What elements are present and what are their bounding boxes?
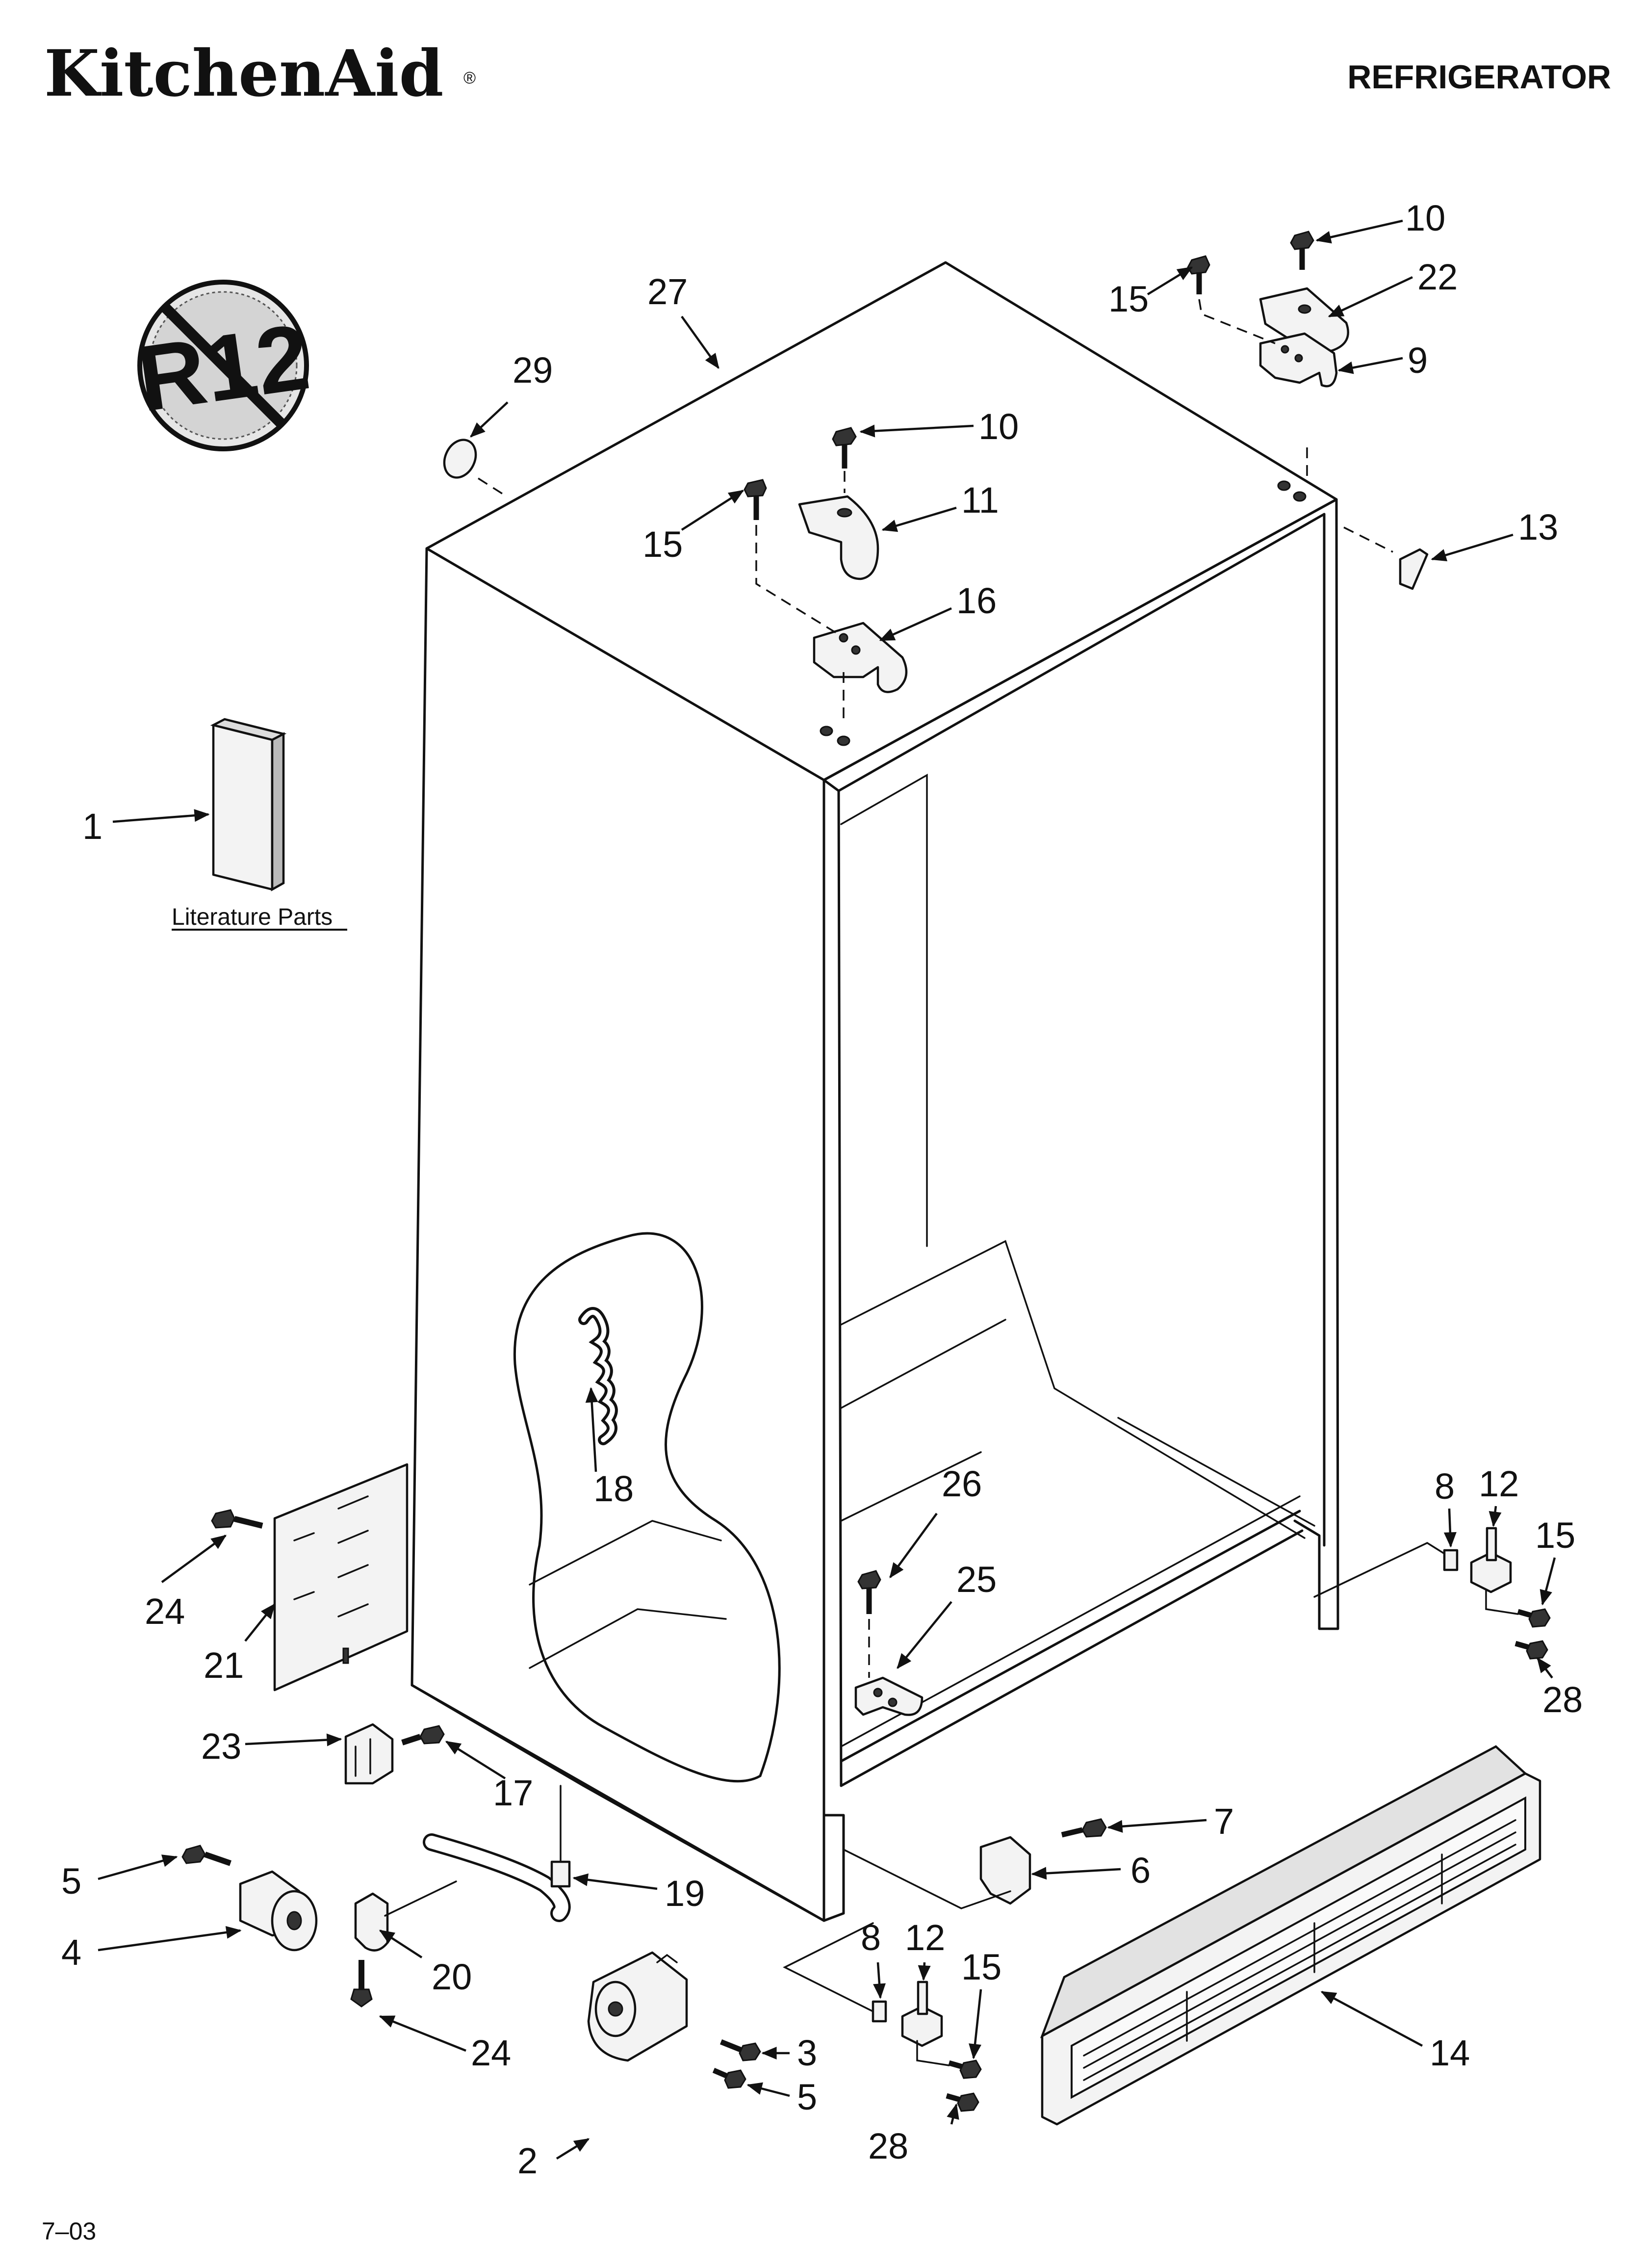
mount-hole-center-1 — [820, 726, 833, 736]
callout-15-center: 15 — [642, 524, 683, 565]
page-title: REFRIGERATOR — [1347, 58, 1611, 96]
callout-5-front: 5 — [797, 2077, 817, 2117]
callout-22: 22 — [1417, 257, 1458, 297]
callout-numbers: 1 2 3 4 5 5 6 7 8 8 9 10 10 11 12 12 13 … — [61, 198, 1583, 2181]
callout-25: 25 — [956, 1559, 997, 1600]
callout-23: 23 — [201, 1726, 241, 1767]
mount-hole-top-1 — [1277, 480, 1291, 491]
hinge-bracket-right — [1259, 332, 1338, 388]
hinge-screw-10-top — [1290, 231, 1314, 270]
screw-24-side — [211, 1509, 263, 1529]
callout-2: 2 — [517, 2140, 538, 2181]
hinge-screw-10-center — [832, 427, 857, 469]
cabinet-side-bracket — [273, 1463, 409, 1692]
leader-lines — [98, 219, 1556, 2160]
callout-17: 17 — [493, 1773, 533, 1813]
toe-grille-bracket — [979, 1836, 1031, 1905]
water-tube — [423, 1785, 571, 1922]
callout-14: 14 — [1430, 2033, 1470, 2073]
screw-3 — [719, 2039, 761, 2061]
callout-15-left: 15 — [961, 1947, 1001, 1987]
leveler-screw-28-left — [946, 2092, 979, 2112]
front-roller — [587, 1951, 688, 2062]
leveler-bracket-right — [1443, 1527, 1519, 1615]
callout-5-rear: 5 — [61, 1861, 81, 1902]
drain-tube — [578, 1307, 618, 1445]
leveler-screw-28-right — [1514, 1640, 1548, 1660]
callout-16: 16 — [956, 580, 997, 621]
leveler-bracket-left — [872, 1981, 950, 2066]
screw-5-rear — [181, 1845, 231, 1866]
screw-7 — [1061, 1818, 1107, 1838]
callout-1: 1 — [82, 806, 103, 847]
cabinet-plug — [443, 439, 477, 479]
brand-logo: KitchenAid ® — [44, 36, 476, 111]
callout-12-right: 12 — [1479, 1463, 1519, 1504]
callout-21: 21 — [204, 1645, 244, 1686]
callout-10-center: 10 — [978, 406, 1019, 447]
callout-13: 13 — [1518, 507, 1558, 547]
hinge-bracket-center — [813, 622, 908, 693]
mount-hole-top-2 — [1293, 491, 1307, 502]
callout-24-side: 24 — [145, 1591, 185, 1632]
top-hinge-center — [798, 495, 879, 580]
callout-28-right: 28 — [1542, 1679, 1583, 1720]
callout-24-bottom: 24 — [471, 2033, 511, 2073]
hinge-pin-cover — [1399, 548, 1429, 590]
callout-20: 20 — [432, 1956, 472, 1997]
callout-15-right: 15 — [1535, 1515, 1575, 1556]
no-r12-refrigerant-icon: R12 — [131, 280, 315, 451]
cabinet-clip — [344, 1723, 394, 1785]
callout-4: 4 — [61, 1932, 81, 1973]
callout-26: 26 — [942, 1463, 982, 1504]
callout-7: 7 — [1214, 1801, 1234, 1842]
callout-3: 3 — [797, 2033, 817, 2073]
registered-mark: ® — [463, 69, 476, 87]
toe-grille — [1040, 1745, 1541, 2126]
leveler-screw-15-left — [948, 2059, 982, 2079]
callout-15-top: 15 — [1108, 279, 1149, 319]
hinge-screw-15-center — [744, 479, 767, 520]
screw-26 — [857, 1570, 881, 1614]
hinge-screw-15-top — [1187, 255, 1210, 294]
brand-wordmark: KitchenAid — [44, 36, 443, 111]
screw-5-front — [712, 2067, 746, 2089]
callout-29: 29 — [513, 350, 553, 391]
center-bracket — [854, 1676, 924, 1716]
literature-parts-booklet — [210, 718, 287, 891]
callout-12-left: 12 — [905, 1917, 945, 1958]
callout-8-left: 8 — [861, 1917, 881, 1958]
callout-18: 18 — [593, 1468, 634, 1509]
refrigerator-cabinet — [410, 261, 1339, 1922]
callout-28-left: 28 — [868, 2126, 908, 2166]
screw-17 — [401, 1725, 445, 1746]
leveler-screw-15-right — [1517, 1608, 1551, 1628]
literature-parts-label: Literature Parts — [172, 904, 333, 930]
tube-clamp — [354, 1880, 457, 1952]
screw-24-bottom — [350, 1960, 373, 2007]
callout-9: 9 — [1408, 340, 1428, 381]
rear-roller — [239, 1870, 318, 1952]
date-code: 7–03 — [42, 2217, 96, 2245]
mount-hole-center-2 — [837, 735, 850, 746]
callout-19: 19 — [665, 1873, 705, 1914]
callout-8-right: 8 — [1435, 1466, 1455, 1507]
callout-6: 6 — [1130, 1850, 1151, 1891]
callout-27: 27 — [647, 271, 688, 312]
callout-11: 11 — [961, 480, 999, 521]
callout-10-top: 10 — [1405, 198, 1445, 238]
